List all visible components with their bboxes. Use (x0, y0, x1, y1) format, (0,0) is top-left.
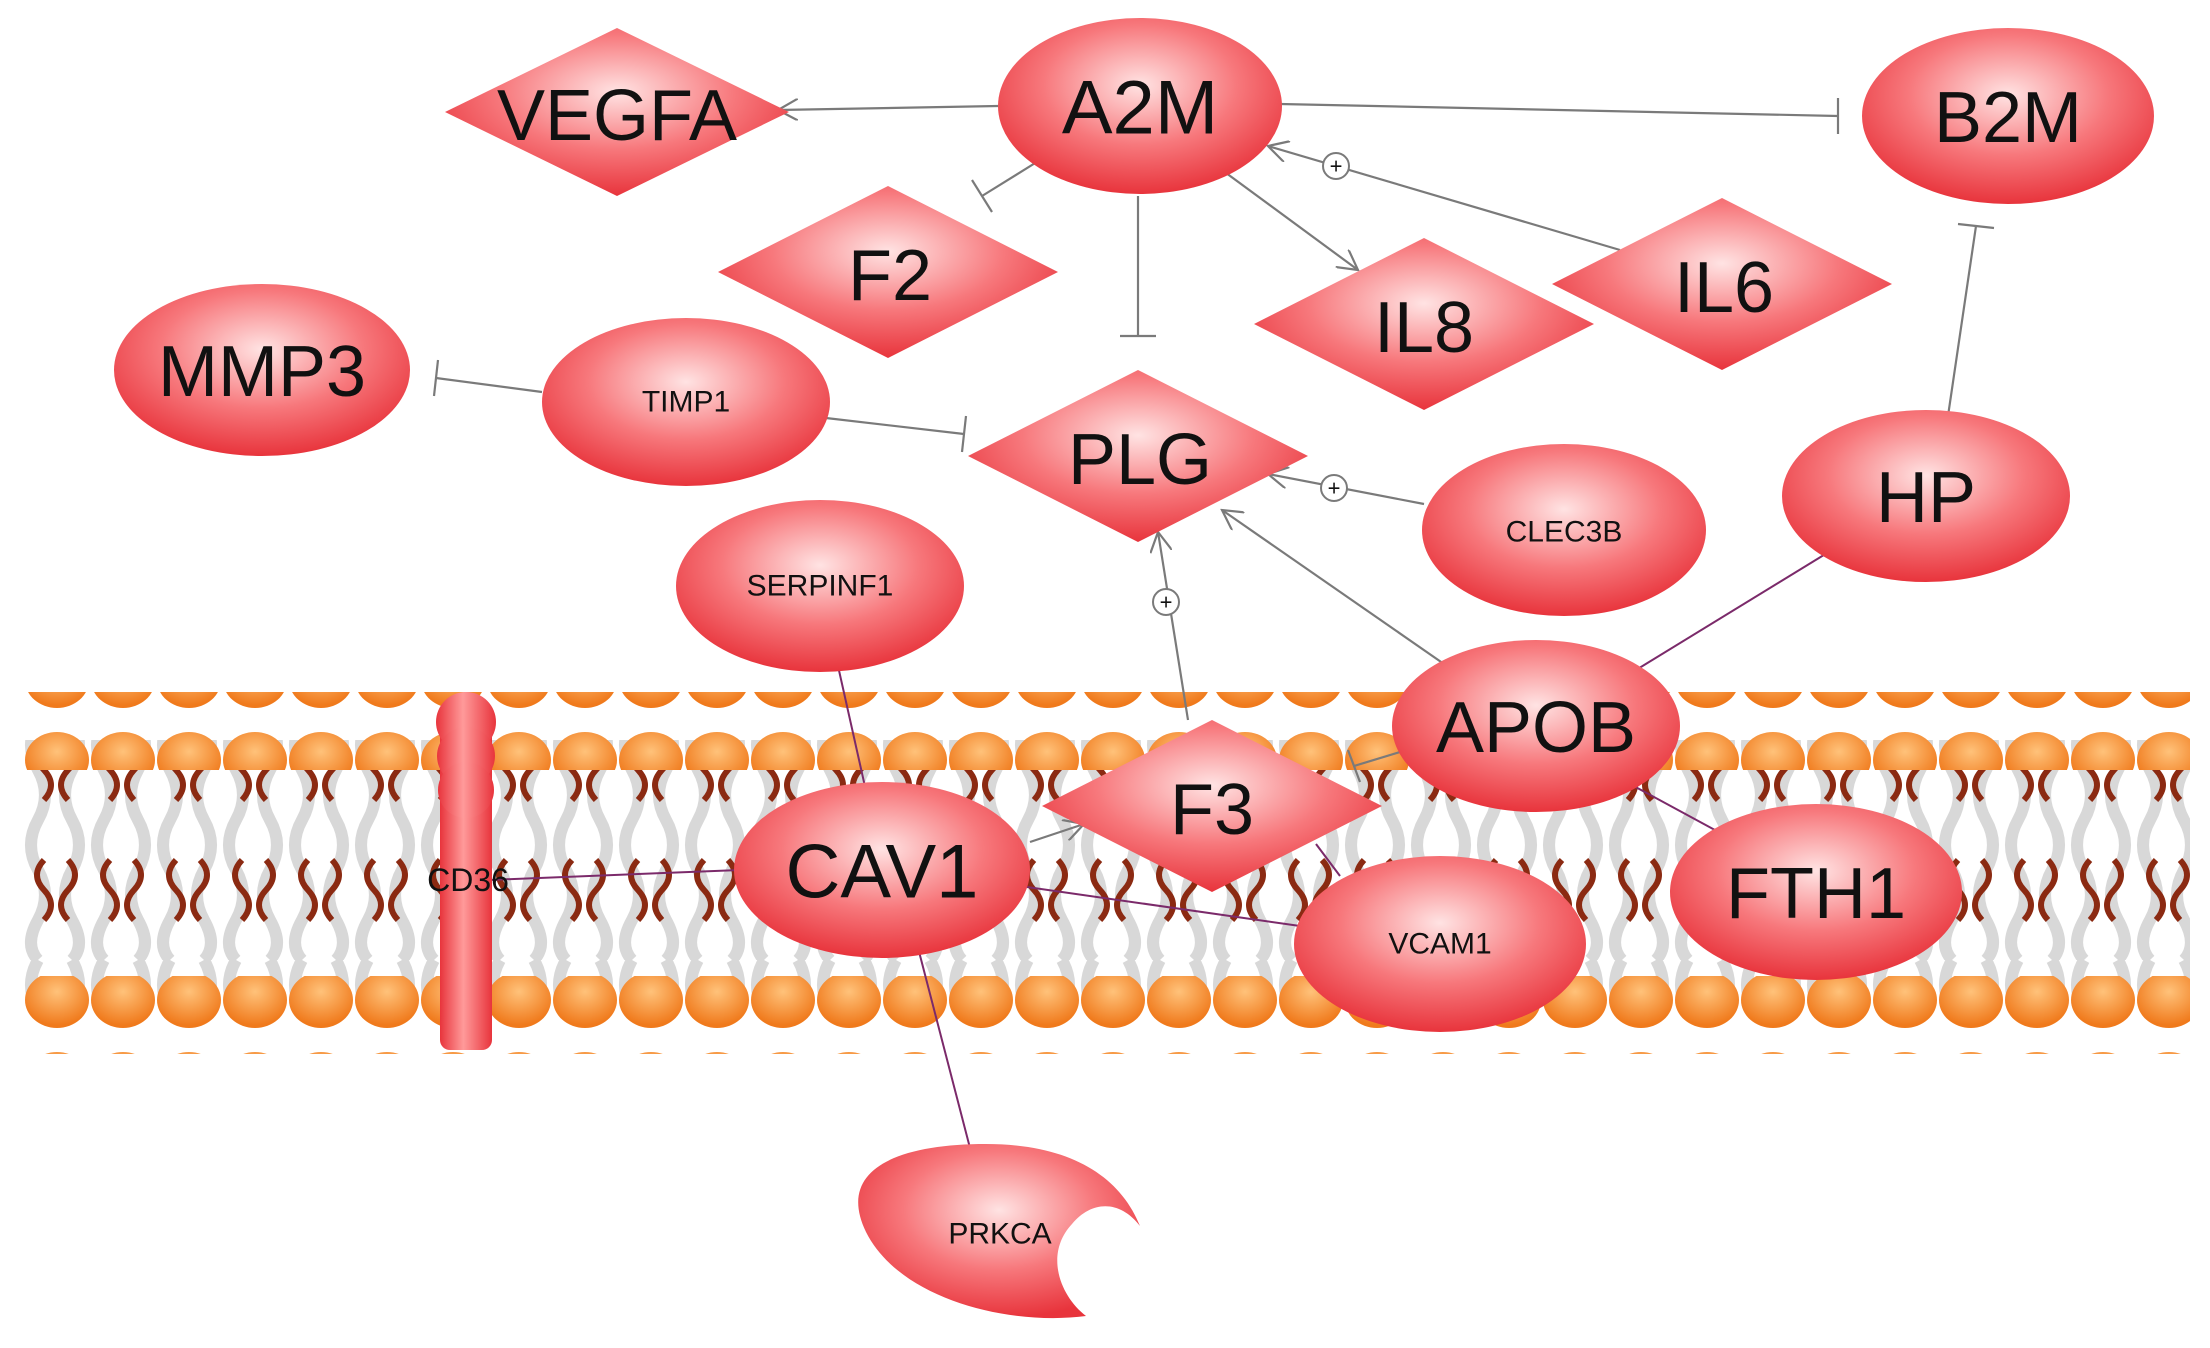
edge-f3-plg (1158, 532, 1190, 721)
svg-text:+: + (1330, 154, 1343, 179)
f3-label: F3 (1170, 770, 1254, 850)
edge-a2m-f2 (981, 159, 1041, 197)
edge-cav1-prkca (915, 939, 971, 1149)
plus-marker-il6-a2m: + (1322, 152, 1350, 180)
edge-a2m-b2m (1279, 102, 1839, 118)
edge-apob-hp (1635, 549, 1833, 671)
il8-label: IL8 (1374, 288, 1474, 368)
apob-label: APOB (1436, 688, 1636, 768)
b2m-label: B2M (1934, 78, 2082, 158)
edge-a2m-il8 (1221, 169, 1358, 270)
vcam1-label: VCAM1 (1388, 928, 1491, 961)
node-plg: PLG (968, 370, 1308, 542)
edge-hp-b2m (1946, 225, 1978, 417)
a2m-label: A2M (1062, 66, 1218, 151)
node-apob: APOB (1392, 640, 1680, 812)
cd36-bead-3 (438, 762, 494, 818)
node-mmp3: MMP3 (114, 284, 410, 456)
plg-label: PLG (1068, 420, 1212, 500)
clec3b-label: CLEC3B (1506, 516, 1623, 549)
fth1-label: FTH1 (1726, 854, 1906, 934)
timp1-label: TIMP1 (642, 386, 730, 419)
edge-a2m-f2-bar (971, 179, 993, 213)
mmp3-label: MMP3 (158, 332, 366, 412)
node-prkca: PRKCA (858, 1144, 1140, 1319)
edge-apob-plg (1222, 510, 1445, 665)
node-clec3b: CLEC3B (1422, 444, 1706, 616)
node-timp1: TIMP1 (542, 318, 830, 486)
node-f2: F2 (718, 186, 1058, 358)
inhibition-edges (432, 98, 1995, 783)
node-hp: HP (1782, 410, 2070, 582)
node-a2m: A2M (998, 18, 1282, 194)
edge-cav1-f3 (1029, 824, 1084, 844)
vegfa-label: VEGFA (497, 76, 737, 156)
edge-a2m-vegfa (778, 106, 999, 110)
membrane-head-row-top (24, 692, 2190, 770)
node-f3: F3 (1042, 720, 1382, 892)
edge-apob-fth1 (1629, 783, 1727, 837)
edge-cd36-cav1 (487, 869, 741, 881)
binding-edges (487, 549, 1833, 1149)
prkca-label: PRKCA (948, 1218, 1051, 1251)
edge-timp1-mmp3 (435, 376, 543, 394)
edge-apob-f3 (1353, 750, 1401, 768)
edge-il6-a2m (1268, 146, 1621, 252)
plus-markers: + + + (1152, 152, 1350, 616)
f2-label: F2 (848, 236, 932, 316)
hp-label: HP (1876, 458, 1976, 538)
node-vcam1: VCAM1 (1294, 856, 1586, 1032)
edge-f3-vcam1 (1315, 843, 1341, 877)
svg-text:+: + (1160, 590, 1173, 615)
serpinf1-label: SERPINF1 (747, 570, 894, 603)
membrane-head-row-bottom (24, 976, 2190, 1054)
edge-timp1-mmp3-bar (432, 359, 440, 397)
cd36-label: CD36 (427, 862, 509, 898)
node-cd36: CD36 (427, 692, 509, 1050)
cav1-label: CAV1 (786, 830, 979, 915)
edge-serpinf1-cav1 (837, 665, 869, 801)
node-vegfa: VEGFA (445, 28, 789, 196)
plus-marker-f3-plg: + (1152, 588, 1180, 616)
edge-timp1-plg-bar (960, 415, 968, 453)
edge-hp-b2m-bar (1957, 222, 1995, 230)
node-fth1: FTH1 (1670, 804, 1962, 980)
edge-timp1-plg (825, 416, 965, 436)
node-cav1: CAV1 (734, 782, 1030, 958)
il6-label: IL6 (1674, 248, 1774, 328)
edge-apob-f3-bar (1346, 749, 1362, 783)
node-il6: IL6 (1552, 198, 1892, 370)
node-b2m: B2M (1862, 28, 2154, 204)
node-il8: IL8 (1254, 238, 1594, 410)
svg-text:+: + (1328, 476, 1341, 501)
node-serpinf1: SERPINF1 (676, 500, 964, 672)
plus-marker-clec3b-plg: + (1320, 474, 1348, 502)
edge-cav1-vcam1 (1019, 885, 1301, 927)
